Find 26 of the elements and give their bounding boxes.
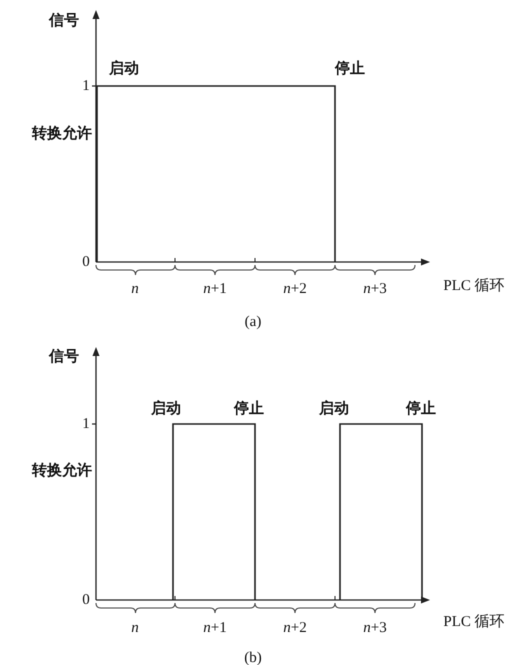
cycle-label: n+1 bbox=[203, 620, 227, 636]
event-label: 停止 bbox=[406, 400, 436, 416]
axis-label: 转换允许 bbox=[32, 462, 92, 478]
tick-label: 1 bbox=[82, 78, 90, 94]
axis-label: PLC 循环 bbox=[443, 614, 505, 630]
figure-caption: (b) bbox=[244, 650, 262, 665]
tick-label: 0 bbox=[82, 254, 90, 270]
cycle-label: n+3 bbox=[363, 280, 387, 298]
cycle-label: n+1 bbox=[203, 280, 227, 298]
axis-label: PLC 循环 bbox=[443, 278, 505, 294]
cycle-label: n+2 bbox=[283, 280, 307, 298]
event-label: 启动 bbox=[319, 400, 349, 416]
tick-label: 1 bbox=[82, 416, 90, 432]
event-label: 启动 bbox=[109, 60, 139, 76]
cycle-label: n bbox=[131, 280, 139, 298]
axis-label: 转换允许 bbox=[32, 124, 92, 142]
tick-label: 0 bbox=[82, 592, 90, 608]
cycle-label: n bbox=[131, 620, 139, 636]
event-label: 启动 bbox=[151, 400, 181, 416]
event-label: 停止 bbox=[335, 60, 365, 76]
figure-caption: (a) bbox=[244, 314, 262, 330]
event-label: 停止 bbox=[234, 400, 264, 416]
cycle-label: n+3 bbox=[363, 620, 387, 636]
axis-label: 信号 bbox=[49, 348, 79, 364]
axis-label: 信号 bbox=[49, 12, 79, 28]
cycle-label: n+2 bbox=[283, 620, 307, 636]
